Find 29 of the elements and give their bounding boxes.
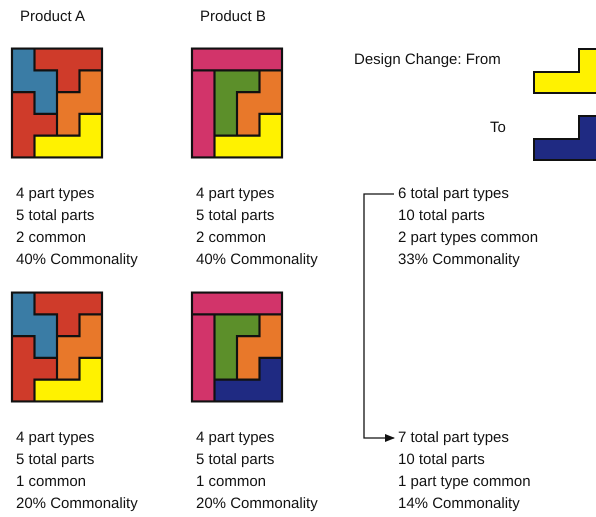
stat-line: 1 part type common: [398, 472, 531, 492]
product-name: Product B: [200, 7, 266, 27]
stat-line: 5 total parts: [196, 450, 274, 470]
product-name: Product A: [20, 7, 86, 27]
stat-line: 20% Commonality: [16, 494, 138, 514]
stat-line: 40% Commonality: [16, 250, 138, 270]
stat-line: 5 total parts: [196, 206, 274, 226]
stat-line: 10 total parts: [398, 450, 486, 470]
stat-line: 4 part types: [16, 184, 94, 204]
stat-line: 1 common: [196, 472, 266, 492]
stat-line: 40% Commonality: [196, 250, 318, 270]
stat-line: 2 common: [16, 228, 86, 248]
design-change-label: To: [490, 118, 506, 138]
stat-line: 4 part types: [16, 428, 94, 448]
stat-line: 5 total parts: [16, 206, 94, 226]
stat-line: 20% Commonality: [196, 494, 318, 514]
stat-line: 4 part types: [196, 428, 274, 448]
stat-line: 5 total parts: [16, 450, 94, 470]
arrow: [363, 193, 395, 442]
stat-line: 14% Commonality: [398, 494, 521, 514]
stat-line: 1 common: [16, 472, 86, 492]
stat-line: 7 total part types: [398, 428, 510, 448]
stat-line: 10 total parts: [398, 206, 486, 226]
stat-line: 4 part types: [196, 184, 274, 204]
stat-line: 6 total part types: [398, 184, 510, 204]
design-change-label: Design Change: From: [354, 50, 501, 70]
stat-line: 33% Commonality: [398, 250, 521, 270]
stat-line: 2 part types common: [398, 228, 538, 248]
stat-line: 2 common: [196, 228, 266, 248]
